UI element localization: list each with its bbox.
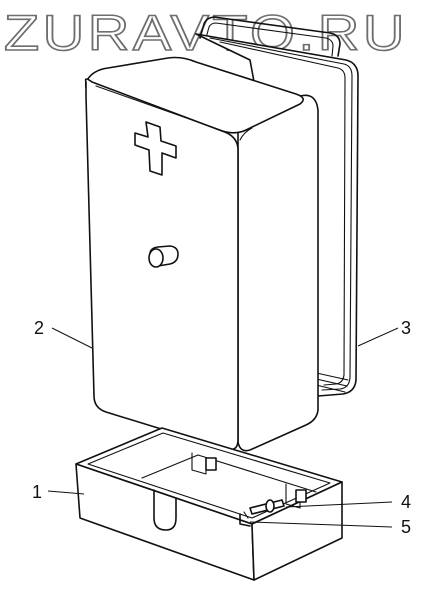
latch-button	[148, 245, 179, 268]
callout-leaders	[47, 327, 399, 528]
callout-1: 1	[32, 482, 42, 502]
callout-5: 5	[401, 517, 411, 537]
callout-4: 4	[401, 492, 411, 512]
lid-cover	[84, 56, 319, 452]
base-tray	[75, 427, 343, 581]
callout-3: 3	[401, 318, 411, 338]
callout-2: 2	[34, 318, 44, 338]
hinge-clip	[239, 511, 251, 527]
hinge-pin	[249, 499, 285, 515]
first-aid-cross-icon	[134, 121, 177, 176]
watermark: ZURAVTO.RU	[4, 5, 408, 61]
